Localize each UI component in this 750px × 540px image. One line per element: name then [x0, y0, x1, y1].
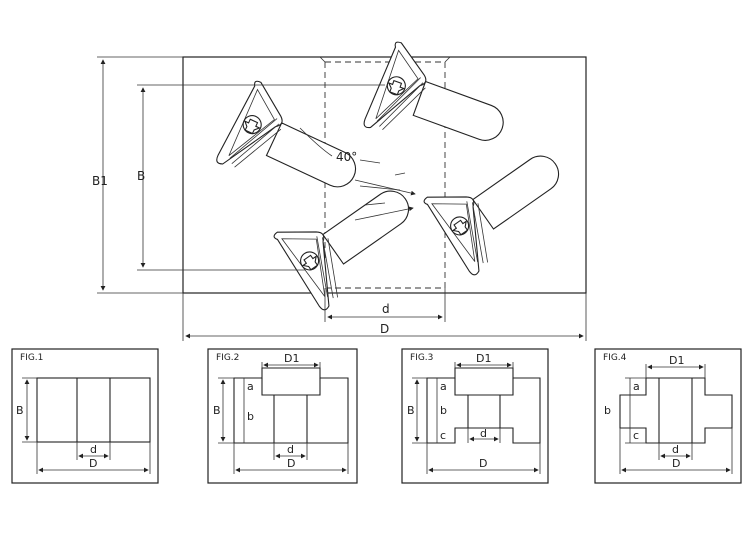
dim-label-c: c [633, 429, 639, 442]
angle-label: 40° [336, 150, 357, 164]
figure-frame [594, 348, 742, 484]
dim-label-d1: D1 [669, 354, 684, 367]
figure-title: FIG.4 [603, 353, 627, 363]
dim-label-b1: B1 [92, 174, 108, 188]
flow-arrow [354, 179, 416, 196]
dim-label-b: b [604, 404, 611, 417]
dim-label-D: D [287, 457, 295, 470]
figure-title: FIG.2 [216, 353, 239, 363]
dim-label-d: d [480, 427, 487, 440]
dim-label-b: B [213, 404, 221, 417]
dim-label-d1: D1 [476, 352, 491, 365]
insert-top [362, 39, 519, 172]
dim-label-b-small: b [247, 410, 254, 423]
dim-label-a: a [440, 380, 447, 393]
dim-label-d: d [672, 443, 679, 456]
dim-label-b: B [407, 404, 415, 417]
figure-3: FIG.3 D1 a b c B d D [401, 348, 549, 484]
dim-label-d: d [287, 443, 294, 456]
figure-1: FIG.1 B d D [11, 348, 159, 484]
dim-label-b: B [16, 404, 24, 417]
main-view: 40° B1 B d D [92, 39, 587, 341]
tool-body-outline [182, 56, 587, 294]
dim-label-d1: D1 [284, 352, 299, 365]
figure-frame [401, 348, 549, 484]
dim-label-c: c [440, 429, 446, 442]
dim-label-D: D [672, 457, 680, 470]
dim-label-d: d [382, 302, 390, 316]
insert-left [214, 78, 374, 218]
dim-label-a: a [247, 380, 254, 393]
dim-label-b: B [137, 169, 145, 183]
flow-arrow [354, 206, 414, 221]
dim-label-a: a [633, 380, 640, 393]
figure-title: FIG.3 [410, 353, 433, 363]
figure-frame [207, 348, 358, 484]
dim-label-D: D [89, 457, 97, 470]
dim-label-D: D [380, 322, 389, 336]
dim-label-D: D [479, 457, 487, 470]
dim-label-d: d [90, 443, 97, 456]
figure-4: FIG.4 D1 a b c d D [594, 348, 742, 484]
figure-frame [11, 348, 159, 484]
dim-label-b-small: b [440, 404, 447, 417]
figure-title: FIG.1 [20, 353, 43, 363]
insert-bottom [270, 160, 432, 313]
figure-2: FIG.2 D1 a b B d D [207, 348, 358, 484]
